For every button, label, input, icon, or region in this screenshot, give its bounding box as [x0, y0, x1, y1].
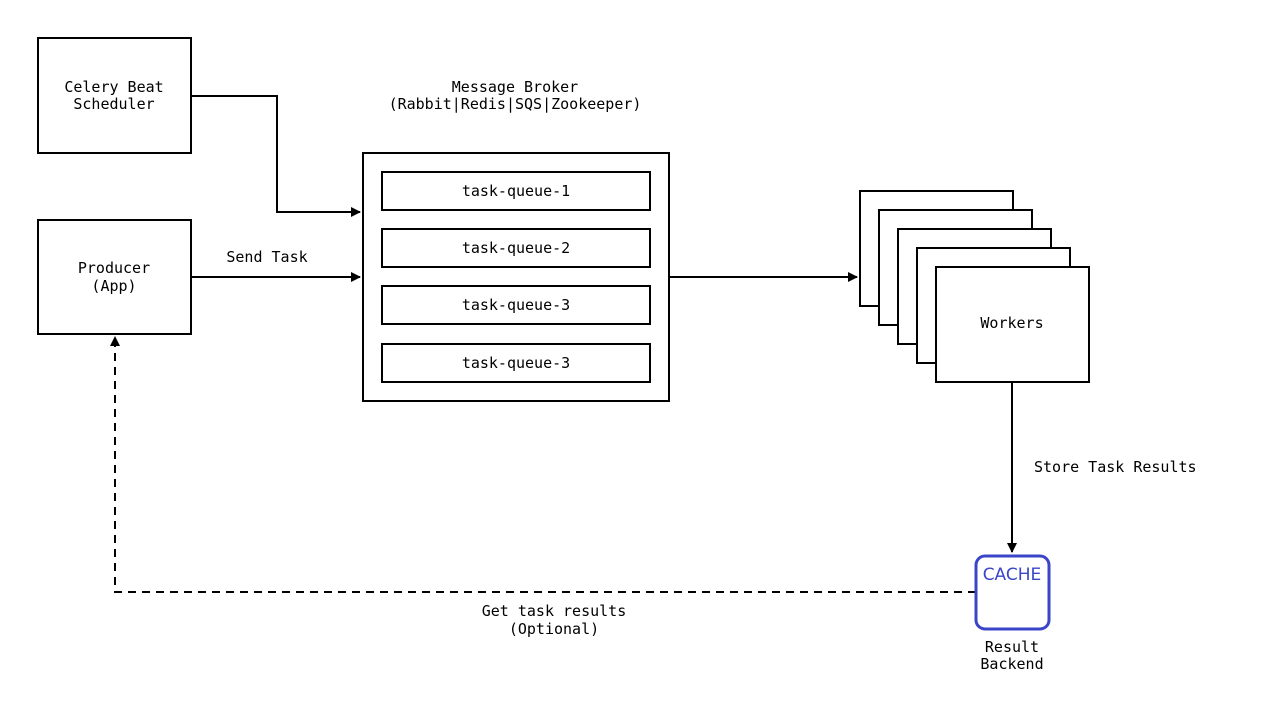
producer-node: Producer (App): [37, 219, 192, 335]
cache-to-producer-dashed-arrow: [110, 336, 976, 593]
store-results-label: Store Task Results: [1034, 458, 1197, 476]
send-task-label: Send Task: [226, 248, 307, 266]
scheduler-label-line1: Celery Beat: [64, 78, 163, 96]
producer-label-line2: (App): [91, 277, 136, 295]
scheduler-to-broker-arrow: [191, 95, 361, 217]
cache-label: CACHE: [983, 565, 1042, 585]
queue-item: task-queue-3: [381, 343, 651, 383]
workers-label: Workers: [980, 314, 1043, 332]
queue-item: task-queue-1: [381, 171, 651, 211]
cache-node: CACHE: [974, 554, 1051, 631]
queue-label: task-queue-3: [462, 296, 570, 314]
producer-label-line1: Producer: [78, 259, 150, 277]
queue-item: task-queue-2: [381, 228, 651, 268]
result-backend-label-line1: Result: [985, 638, 1039, 656]
workers-node: Workers: [859, 190, 1090, 383]
queue-item: task-queue-3: [381, 285, 651, 325]
get-results-label-line2: (Optional): [509, 620, 599, 638]
result-backend-label-line2: Backend: [980, 655, 1043, 673]
worker-stack-card: [935, 266, 1090, 383]
broker-subtitle: (Rabbit|Redis|SQS|Zookeeper): [389, 95, 642, 113]
scheduler-label-line2: Scheduler: [73, 95, 154, 113]
queue-label: task-queue-2: [462, 239, 570, 257]
queue-label: task-queue-3: [462, 354, 570, 372]
get-results-label-line1: Get task results: [482, 602, 627, 620]
scheduler-node: Celery Beat Scheduler: [37, 37, 192, 154]
queue-label: task-queue-1: [462, 182, 570, 200]
broker-node: task-queue-1 task-queue-2 task-queue-3 t…: [362, 152, 670, 402]
broker-title: Message Broker: [452, 78, 578, 96]
